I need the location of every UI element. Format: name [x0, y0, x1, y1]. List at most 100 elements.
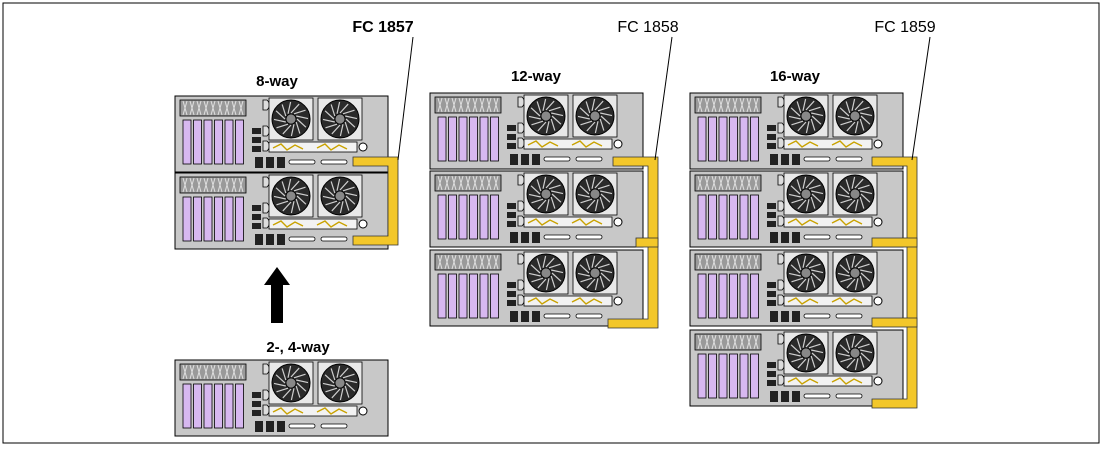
fan-blade — [797, 278, 807, 289]
leader-line-fc1859 — [911, 36, 931, 161]
fan-blade — [840, 357, 853, 363]
grille-line — [704, 97, 710, 113]
psu-mark — [787, 218, 819, 226]
connector — [262, 363, 270, 375]
bottom-port — [255, 421, 263, 432]
grille-line — [493, 175, 499, 191]
grille-line — [189, 364, 195, 380]
cable-icon — [871, 317, 918, 328]
bottom-port — [770, 391, 778, 402]
fan-blade — [805, 178, 815, 189]
fan-blade — [551, 190, 564, 195]
fan-blade — [579, 264, 590, 274]
fan-blade — [860, 272, 871, 282]
fan-blade — [857, 263, 870, 269]
fan-blade — [594, 199, 599, 212]
pci-slot — [739, 273, 749, 319]
port — [507, 134, 516, 140]
pci-slot — [718, 116, 728, 162]
bottom-port — [532, 311, 540, 322]
fan-blade — [344, 198, 350, 211]
fan-blade — [545, 257, 555, 268]
fan-blade — [791, 357, 804, 363]
pci-slot — [437, 273, 447, 319]
fan-hub — [540, 110, 552, 122]
bottom-port — [277, 421, 285, 432]
fan-blade — [846, 358, 856, 369]
fan-blade — [840, 277, 853, 283]
grille-line — [493, 97, 499, 113]
slot-bar — [320, 236, 348, 242]
grille-line — [203, 364, 209, 380]
grille-line — [486, 97, 492, 113]
pci-slot — [708, 273, 717, 319]
fan-blade — [808, 106, 821, 112]
fan-blade — [854, 278, 859, 291]
fan-blade — [845, 179, 851, 192]
psu-strip — [523, 216, 613, 228]
pci-slot — [739, 194, 749, 240]
connector — [262, 404, 270, 416]
grille-line — [203, 177, 209, 193]
connector — [777, 122, 785, 134]
grille-line — [210, 364, 216, 380]
fan-blade — [811, 190, 824, 195]
grille-line — [231, 177, 237, 193]
fan-blade — [854, 100, 864, 111]
fan-blade — [293, 109, 306, 115]
fan-blade — [290, 201, 295, 214]
fan-blade — [839, 107, 850, 117]
fan-blade — [845, 338, 851, 351]
fan-hub — [849, 347, 861, 359]
fan-blade — [802, 335, 807, 348]
bottom-port — [792, 311, 800, 322]
fan-blade — [545, 199, 550, 212]
fan-blade — [296, 379, 309, 384]
fan-blade — [837, 115, 850, 120]
connector — [262, 140, 270, 152]
fan-blade — [345, 195, 356, 205]
pci-slot — [750, 353, 759, 399]
server-unit-12way-1 — [429, 92, 644, 170]
fan-blade — [536, 101, 542, 114]
fan-blade — [531, 198, 544, 204]
fan-blade — [295, 385, 301, 398]
fan-blade — [797, 121, 807, 132]
fan-blade — [339, 103, 349, 114]
leader-line-fc1858 — [654, 36, 673, 161]
fan-blade — [591, 176, 596, 189]
bottom-port — [521, 232, 529, 243]
fan-blade — [550, 275, 556, 288]
bottom-port — [510, 311, 518, 322]
pci-slot — [182, 119, 192, 165]
pci-slot — [490, 116, 499, 162]
fan-blade — [545, 178, 555, 189]
grille-line — [238, 364, 244, 380]
fan-blade — [281, 104, 287, 117]
pci-slot — [708, 194, 717, 240]
fan-hub — [800, 188, 812, 200]
grille-line — [231, 364, 237, 380]
fan-blade — [859, 275, 865, 288]
connector — [262, 389, 270, 401]
port — [767, 380, 776, 386]
pci-slot — [697, 116, 707, 162]
pci-slot — [469, 116, 478, 162]
fan-blade — [591, 98, 596, 111]
pci-slot — [448, 273, 457, 319]
pci-slot — [193, 383, 202, 429]
fan-blade — [802, 98, 807, 111]
fan-blade — [542, 255, 547, 268]
fan-blade — [542, 98, 547, 111]
slot-bar — [543, 313, 571, 319]
fan-blade — [537, 278, 547, 289]
grille-line — [444, 254, 450, 270]
bottom-port — [781, 232, 789, 243]
pci-slot — [235, 196, 244, 242]
grille-line — [711, 254, 717, 270]
psu-mark — [787, 140, 819, 148]
pci-slot — [214, 383, 223, 429]
fan-blade — [811, 349, 824, 354]
fan-blade — [594, 100, 604, 111]
fan-blade — [796, 101, 802, 114]
